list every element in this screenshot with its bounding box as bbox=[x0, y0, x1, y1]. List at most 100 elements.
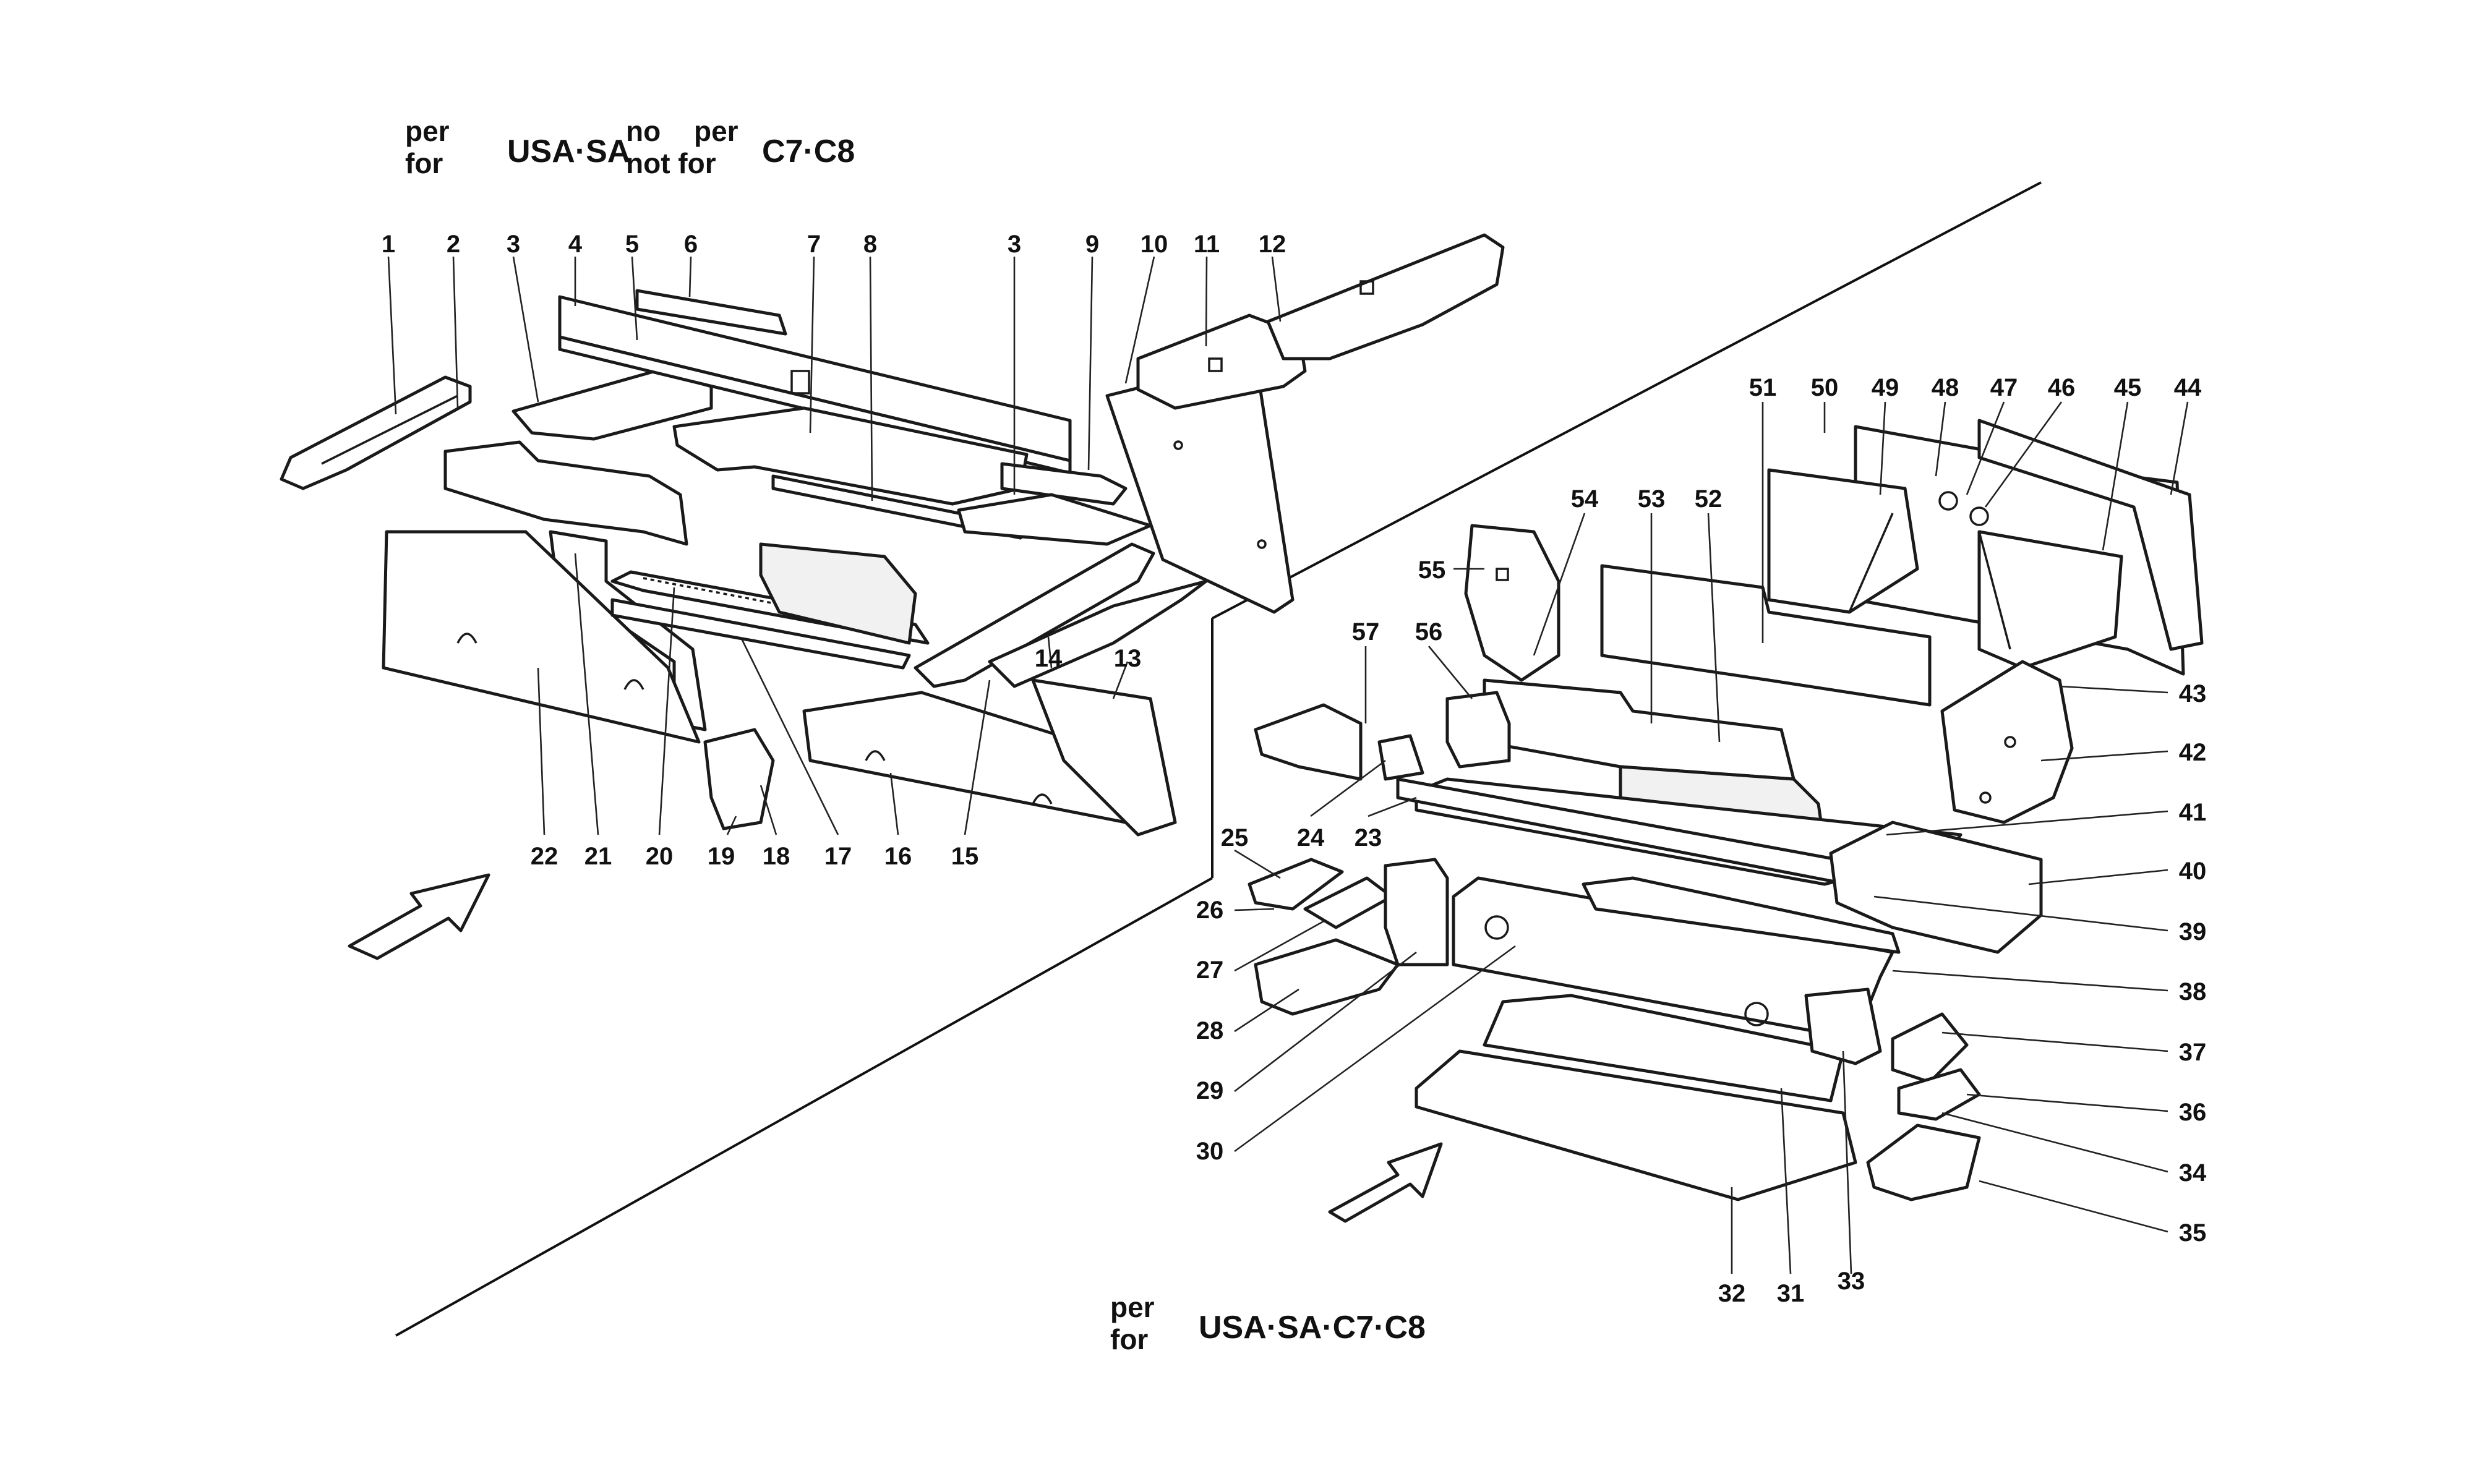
callout-2: 2 bbox=[447, 231, 460, 258]
callout-33: 33 bbox=[1838, 1268, 1865, 1295]
callout-5: 5 bbox=[625, 231, 639, 258]
part-15-cushion bbox=[759, 542, 917, 645]
callout-6: 6 bbox=[684, 231, 698, 258]
caption-usa-sa: USA·SA bbox=[507, 134, 630, 169]
callout-38: 38 bbox=[2179, 978, 2207, 1005]
callout-26: 26 bbox=[1196, 897, 1224, 924]
part-25-block bbox=[1248, 858, 1344, 911]
part-38-strip bbox=[1582, 876, 1901, 954]
callout-20: 20 bbox=[646, 843, 674, 870]
direction-arrow-right-icon bbox=[1328, 1142, 1443, 1223]
part-35-bracket bbox=[1866, 1124, 1981, 1201]
callout-16: 16 bbox=[884, 843, 912, 870]
callout-51: 51 bbox=[1749, 374, 1777, 401]
caption-bottom-models: USA·SA·C7·C8 bbox=[1199, 1310, 1426, 1345]
callout-55: 55 bbox=[1418, 556, 1446, 584]
callout-25: 25 bbox=[1221, 824, 1249, 851]
callout-41: 41 bbox=[2179, 799, 2207, 826]
part-9-pad bbox=[1000, 462, 1128, 506]
part-14-flap bbox=[988, 579, 1208, 688]
part-56-block bbox=[1445, 691, 1511, 769]
part-21-seatback bbox=[443, 440, 688, 546]
callout-47: 47 bbox=[1990, 374, 2018, 401]
part-30-beam bbox=[1452, 876, 1894, 1041]
part-17-strip bbox=[610, 598, 911, 670]
callout-24: 24 bbox=[1297, 824, 1325, 851]
callout-14: 14 bbox=[1035, 645, 1063, 672]
leader-lines bbox=[387, 256, 2189, 1274]
caption-bottom-for: for bbox=[1110, 1323, 1148, 1355]
callout-15: 15 bbox=[951, 843, 979, 870]
callout-35: 35 bbox=[2179, 1219, 2207, 1247]
callout-10: 10 bbox=[1141, 231, 1168, 258]
callout-19: 19 bbox=[708, 843, 735, 870]
callout-11: 11 bbox=[1194, 231, 1220, 258]
callout-46: 46 bbox=[2048, 374, 2076, 401]
callout-21: 21 bbox=[584, 843, 612, 870]
part-12-tunnel bbox=[1266, 233, 1505, 360]
callout-4: 4 bbox=[568, 231, 583, 258]
callout-45: 45 bbox=[2114, 374, 2142, 401]
callout-3b: 3 bbox=[1008, 231, 1021, 258]
callout-28: 28 bbox=[1196, 1017, 1224, 1044]
caption-not-for: not for bbox=[626, 147, 716, 179]
divider-lines bbox=[395, 181, 2042, 1337]
caption-per: per bbox=[405, 115, 450, 147]
part-3b-pad bbox=[957, 493, 1152, 546]
callout-1: 1 bbox=[382, 231, 395, 258]
part-57-tray bbox=[1254, 703, 1363, 781]
callout-13: 13 bbox=[1114, 645, 1142, 672]
part-55-piece bbox=[1464, 524, 1560, 682]
callout-12: 12 bbox=[1259, 231, 1286, 258]
part-7-mat bbox=[672, 406, 1029, 506]
callout-37: 37 bbox=[2179, 1039, 2207, 1066]
callout-44: 44 bbox=[2174, 374, 2202, 401]
callout-36: 36 bbox=[2179, 1099, 2207, 1126]
part-32-floor bbox=[1415, 1049, 1857, 1201]
callout-34: 34 bbox=[2179, 1159, 2207, 1187]
left-model-caption: per for USA·SA no not for per C7·C8 bbox=[405, 115, 855, 179]
caption-per-2: per bbox=[694, 115, 738, 147]
callout-3a: 3 bbox=[507, 231, 520, 258]
callout-9: 9 bbox=[1085, 231, 1099, 258]
callout-52: 52 bbox=[1695, 485, 1723, 513]
part-6-panel bbox=[635, 289, 787, 336]
callout-49: 49 bbox=[1872, 374, 1899, 401]
callout-27: 27 bbox=[1196, 957, 1224, 984]
part-13-panel bbox=[1031, 678, 1177, 837]
part-24-rail bbox=[1377, 734, 1424, 781]
callout-29: 29 bbox=[1196, 1077, 1224, 1104]
callout-54: 54 bbox=[1571, 485, 1599, 513]
part-37-piece bbox=[1891, 1012, 1969, 1084]
callout-39: 39 bbox=[2179, 918, 2207, 945]
callout-57: 57 bbox=[1352, 618, 1380, 646]
part-43-round bbox=[1940, 660, 2074, 824]
part-1-bracket bbox=[280, 375, 472, 490]
part-45-panel bbox=[1977, 530, 2123, 670]
callout-56: 56 bbox=[1415, 618, 1443, 646]
part-28-bracket bbox=[1254, 938, 1400, 1016]
caption-for: for bbox=[405, 147, 443, 179]
callout-23: 23 bbox=[1355, 824, 1382, 851]
direction-arrow-left-icon bbox=[348, 873, 490, 960]
caption-no: no bbox=[626, 115, 661, 147]
part-22-panel bbox=[382, 530, 701, 744]
callout-22: 22 bbox=[531, 843, 559, 870]
callout-50: 50 bbox=[1811, 374, 1839, 401]
callout-53: 53 bbox=[1638, 485, 1666, 513]
part-15-frame bbox=[914, 542, 1155, 688]
callout-42: 42 bbox=[2179, 739, 2207, 766]
callout-18: 18 bbox=[763, 843, 790, 870]
part-44-panel bbox=[1977, 419, 2204, 651]
callout-30: 30 bbox=[1196, 1138, 1224, 1165]
part-53-block bbox=[1483, 678, 1796, 781]
callout-8: 8 bbox=[863, 231, 877, 258]
part-49-panel bbox=[1767, 468, 1919, 614]
left-parts bbox=[280, 233, 1505, 960]
right-parts bbox=[1248, 419, 2204, 1223]
bottom-model-caption: per for USA·SA·C7·C8 bbox=[1110, 1291, 1426, 1355]
part-51-panel bbox=[1600, 564, 1932, 707]
callout-43: 43 bbox=[2179, 680, 2207, 707]
caption-bottom-per: per bbox=[1110, 1291, 1155, 1323]
